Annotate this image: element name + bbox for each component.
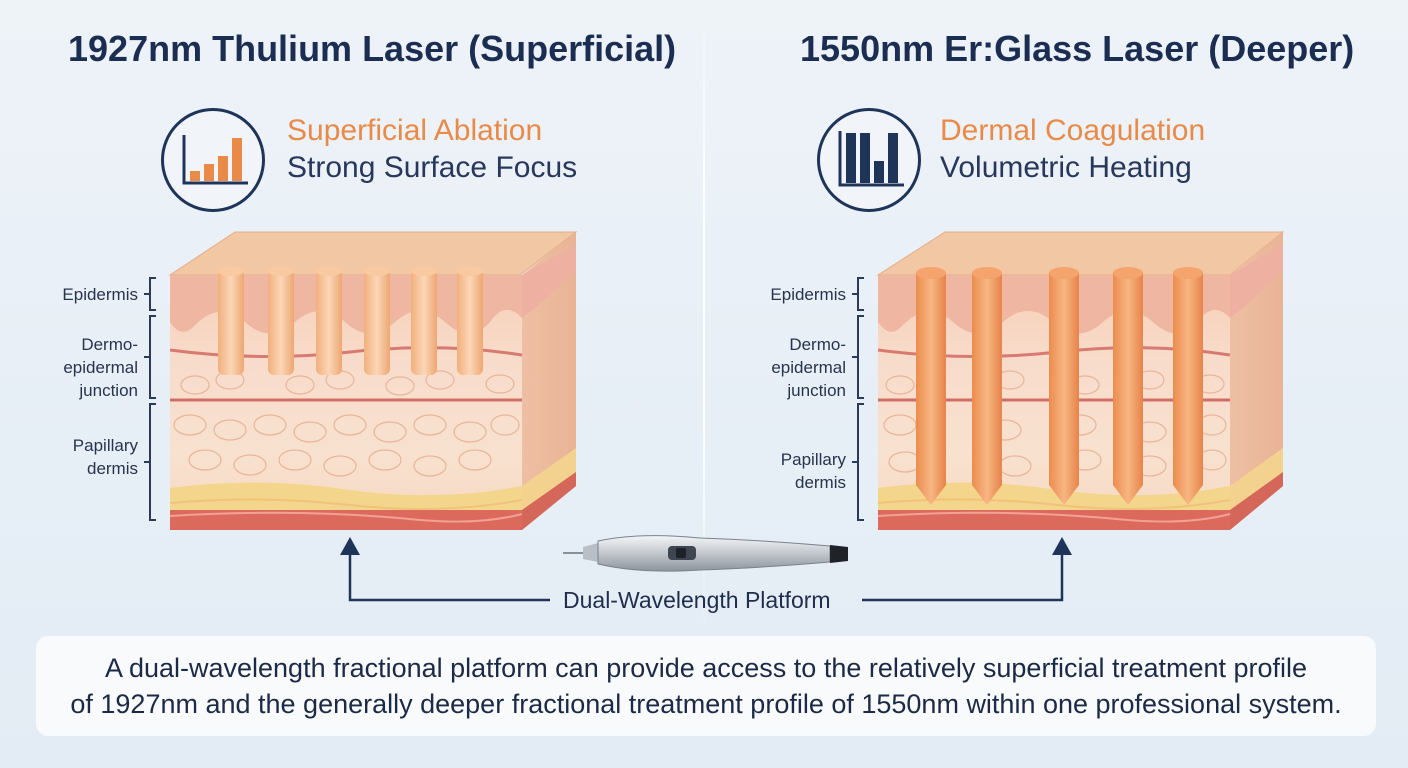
platform-arrows xyxy=(348,552,1064,602)
dej-line-2: epidermal xyxy=(771,358,846,377)
dej-line-3: junction xyxy=(79,381,138,400)
right-label-papillary: Papillary dermis xyxy=(748,448,846,494)
caption-box: A dual-wavelength fractional platform ca… xyxy=(36,636,1376,736)
laser-handpiece-icon xyxy=(563,535,848,572)
left-skin-block xyxy=(144,231,578,530)
right-label-epidermis: Epidermis xyxy=(770,285,846,304)
caption-line-1: A dual-wavelength fractional platform ca… xyxy=(104,653,1308,683)
right-subtitle-secondary: Volumetric Heating xyxy=(940,151,1192,184)
right-skin-block xyxy=(852,231,1285,530)
bar-chart-rising-icon xyxy=(161,108,265,212)
dej-line-1: Dermo- xyxy=(81,335,138,354)
papillary-line-2: dermis xyxy=(86,459,138,478)
right-label-dej: Dermo- epidermal junction xyxy=(748,333,846,402)
left-panel-title: 1927nm Thulium Laser (Superficial) xyxy=(68,28,677,69)
left-subtitle-secondary: Strong Surface Focus xyxy=(287,151,578,184)
caption-line-2: of 1927nm and the generally deeper fract… xyxy=(70,689,1342,719)
left-arrow-head xyxy=(340,537,360,555)
dej-line-2: epidermal xyxy=(63,358,138,377)
left-label-epidermis: Epidermis xyxy=(62,285,138,304)
left-label-papillary: Papillary dermis xyxy=(40,434,138,480)
bar-chart-uniform-icon xyxy=(817,108,921,212)
right-panel-title: 1550nm Er:Glass Laser (Deeper) xyxy=(800,28,1355,69)
right-treatment-columns xyxy=(916,267,1203,505)
panel-divider xyxy=(703,0,705,635)
right-arrow-head xyxy=(1052,537,1072,555)
dej-line-1: Dermo- xyxy=(789,335,846,354)
platform-label: Dual-Wavelength Platform xyxy=(563,587,831,613)
papillary-line-1: Papillary xyxy=(780,450,846,469)
left-label-dej: Dermo- epidermal junction xyxy=(40,333,138,402)
dej-line-3: junction xyxy=(787,381,846,400)
papillary-line-1: Papillary xyxy=(72,436,138,455)
left-treatment-columns xyxy=(218,266,483,375)
papillary-line-2: dermis xyxy=(794,473,846,492)
left-subtitle-primary: Superficial Ablation xyxy=(287,114,543,147)
right-subtitle-primary: Dermal Coagulation xyxy=(940,114,1206,147)
